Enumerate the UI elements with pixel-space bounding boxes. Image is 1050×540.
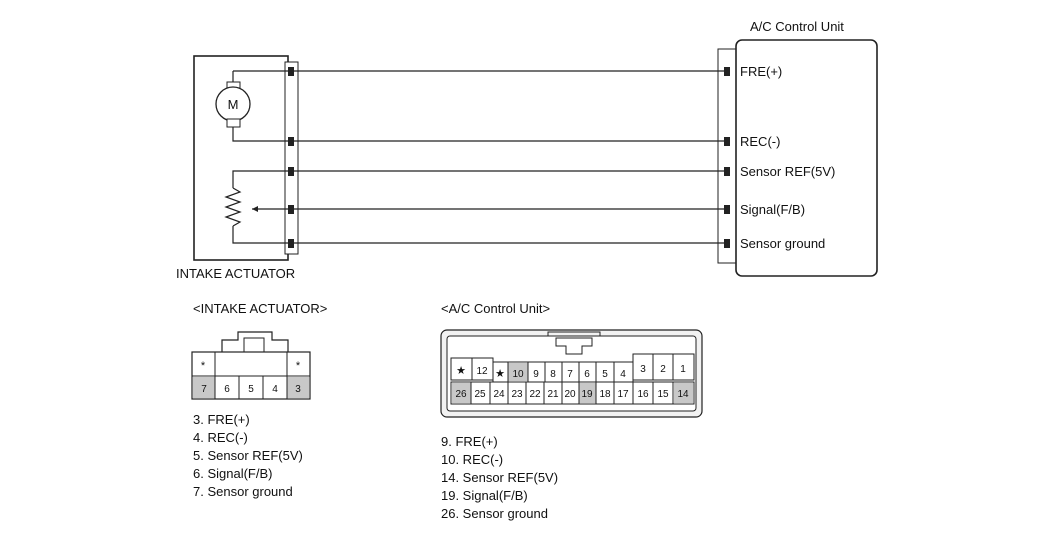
motor-symbol: M (228, 97, 239, 112)
acu-label-fre: FRE(+) (740, 64, 782, 79)
actuator-title: INTAKE ACTUATOR (176, 266, 295, 281)
actuator-pin-5: 5 (248, 384, 254, 395)
actuator-connector-face (191, 331, 311, 400)
acu-pin-18: 18 (599, 389, 611, 400)
acu-box (735, 39, 878, 277)
acu-pin-25: 25 (474, 389, 486, 400)
actuator-pin-list-item: 3. FRE(+) (193, 412, 250, 427)
acu-label-sensor-ref: Sensor REF(5V) (740, 164, 835, 179)
actuator-connector-shell (284, 61, 299, 255)
acu-label-rec: REC(-) (740, 134, 780, 149)
acu-pin-list-item: 10. REC(-) (441, 452, 503, 467)
actuator-pin-top-star-left: * (201, 360, 206, 372)
actuator-pin-list-item: 7. Sensor ground (193, 484, 293, 499)
acu-label-sensor-ground: Sensor ground (740, 236, 825, 251)
acu-pin-star: ★ (495, 368, 505, 380)
wires (293, 70, 726, 244)
acu-title: A/C Control Unit (750, 19, 844, 34)
actuator-pin-list-item: 4. REC(-) (193, 430, 248, 445)
acu-pin-4: 4 (620, 369, 626, 380)
acu-pin-1: 1 (680, 364, 686, 375)
acu-pin-10: 10 (512, 369, 524, 380)
actuator-pin-list-item: 6. Signal(F/B) (193, 466, 272, 481)
acu-pin-26: 26 (455, 389, 467, 400)
acu-pin-12: 12 (476, 366, 488, 377)
acu-label-signal: Signal(F/B) (740, 202, 805, 217)
potentiometer (224, 170, 290, 244)
motor: M (215, 70, 290, 142)
actuator-pin-3: 3 (295, 384, 301, 395)
acu-pin-list-item: 26. Sensor ground (441, 506, 548, 521)
acu-pin-15: 15 (657, 389, 669, 400)
acu-pin-6: 6 (584, 369, 590, 380)
acu-pin-list-item: 9. FRE(+) (441, 434, 498, 449)
acu-pin-list-item: 19. Signal(F/B) (441, 488, 528, 503)
acu-pin-14: 14 (677, 389, 689, 400)
actuator-terminals (288, 67, 294, 248)
acu-connector-face (440, 329, 703, 418)
actuator-pin-6: 6 (224, 384, 230, 395)
acu-pin-19: 19 (581, 389, 593, 400)
acu-pin-20: 20 (564, 389, 576, 400)
acu-pin-23: 23 (511, 389, 523, 400)
actuator-pin-7: 7 (201, 384, 207, 395)
acu-pin-8: 8 (550, 369, 556, 380)
acu-pin-9: 9 (533, 369, 539, 380)
actuator-pin-top-star-right: * (296, 360, 301, 372)
acu-connector-shell (717, 48, 739, 264)
acu-connector-title: <A/C Control Unit> (441, 301, 550, 316)
acu-pin-22: 22 (529, 389, 541, 400)
acu-pin-list-item: 14. Sensor REF(5V) (441, 470, 558, 485)
acu-pin-21: 21 (547, 389, 559, 400)
acu-pin-3: 3 (640, 364, 646, 375)
actuator-box (193, 55, 289, 261)
acu-pin-5: 5 (602, 369, 608, 380)
acu-terminals (724, 67, 730, 248)
actuator-pin-list-item: 5. Sensor REF(5V) (193, 448, 303, 463)
acu-pin-star: ★ (456, 365, 466, 377)
acu-pin-2: 2 (660, 364, 666, 375)
acu-pin-17: 17 (617, 389, 629, 400)
acu-pin-16: 16 (637, 389, 649, 400)
actuator-pin-4: 4 (272, 384, 278, 395)
actuator-connector-title: <INTAKE ACTUATOR> (193, 301, 327, 316)
acu-pin-24: 24 (493, 389, 505, 400)
acu-pin-7: 7 (567, 369, 573, 380)
